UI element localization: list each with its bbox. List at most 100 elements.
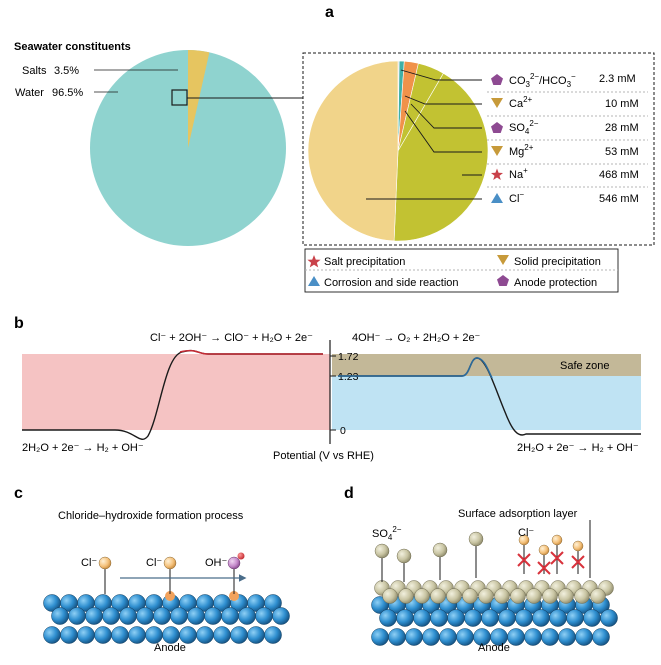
ion-formula-carbonate: CO32−/HCO3−	[509, 72, 576, 89]
ion-slice	[307, 60, 399, 242]
adsorbed-sulfate	[494, 588, 510, 604]
pentagon-icon	[491, 74, 503, 85]
anode-atom	[85, 607, 103, 625]
anode-atom	[575, 628, 593, 646]
adsorbed-sulfate	[510, 588, 526, 604]
anode-atom	[264, 626, 282, 644]
adsorbed-sulfate	[398, 588, 414, 604]
adsorbed-sulfate	[574, 588, 590, 604]
anode-atom	[230, 626, 248, 644]
hypochlorite-region	[22, 354, 330, 430]
anode-atom	[430, 609, 448, 627]
adsorbed-sulfate	[382, 588, 398, 604]
main-pie	[90, 50, 286, 246]
salts-slice	[188, 50, 210, 148]
cl-label-d: Cl⁻	[518, 527, 534, 539]
anode-lattice-c	[43, 591, 290, 644]
anode-atom	[379, 609, 397, 627]
cl-label-1: Cl⁻	[81, 557, 97, 569]
ion-value: 546 mM	[599, 193, 639, 205]
anode-atom	[136, 607, 154, 625]
adsorbed-sulfate	[558, 588, 574, 604]
anode-atom	[592, 628, 610, 646]
anode-atom	[405, 628, 423, 646]
ion-value: 468 mM	[599, 169, 639, 181]
anode-atom	[77, 626, 95, 644]
legend-corrosion: Corrosion and side reaction	[324, 277, 459, 289]
anode-atom	[507, 628, 525, 646]
oer-region	[332, 376, 641, 430]
panel-letter-b: b	[14, 315, 24, 332]
so4-label: SO42−	[372, 525, 402, 542]
salts-label: Salts	[22, 65, 47, 77]
anode-atom	[221, 607, 239, 625]
triangle-down-icon	[491, 146, 503, 156]
hypochlorite-curve-top	[179, 349, 323, 355]
adsorbed-sulfate	[446, 588, 462, 604]
anode-atom	[213, 626, 231, 644]
anode-atom	[481, 609, 499, 627]
ion-leaders	[366, 69, 482, 200]
anode-atom	[524, 628, 542, 646]
anode-atom	[60, 626, 78, 644]
anode-atom	[119, 607, 137, 625]
anode-atom	[179, 626, 197, 644]
tick-0: 0	[340, 425, 346, 437]
adsorbed-sulfate	[414, 588, 430, 604]
pentagon-icon	[491, 122, 503, 133]
ion-value: 28 mM	[605, 122, 639, 134]
her-reaction-left: 2H₂O + 2e⁻ → H₂ + OH⁻	[22, 442, 144, 454]
cl-label-2: Cl⁻	[146, 557, 162, 569]
triangle-down-icon	[491, 98, 503, 108]
anode-atom	[583, 609, 601, 627]
anode-atom	[204, 607, 222, 625]
legend-anode-protection: Anode protection	[514, 277, 597, 289]
anode-atom	[515, 609, 533, 627]
anode-atom	[153, 607, 171, 625]
anode-atom	[264, 594, 282, 612]
panel-letter-c: c	[14, 485, 23, 502]
water-label: Water	[15, 87, 44, 99]
adsorbed-sulfate	[478, 588, 494, 604]
tick-172: 1.72	[338, 351, 359, 363]
anode-atom	[196, 626, 214, 644]
adsorbed-sulfate	[542, 588, 558, 604]
marker-legend: Salt precipitation Solid precipitation C…	[304, 248, 619, 293]
her-reaction-right: 2H₂O + 2e⁻ → H₂ + OH⁻	[517, 442, 639, 454]
oer-curve-top	[338, 357, 493, 379]
anode-atom	[541, 628, 559, 646]
ion-pie	[307, 60, 489, 242]
anode-atom	[532, 609, 550, 627]
block-cross-icon	[517, 551, 585, 575]
chloride-ion	[163, 556, 177, 570]
anode-atom	[162, 626, 180, 644]
anode-atom	[396, 609, 414, 627]
anode-atom	[68, 607, 86, 625]
ion-detail-box	[302, 52, 655, 246]
adsorbed-sulfate	[526, 588, 542, 604]
ion-value: 53 mM	[605, 146, 639, 158]
anode-atom	[102, 607, 120, 625]
adsorption-layer	[374, 580, 614, 604]
hydroxide-hydrogen	[237, 552, 245, 560]
anode-atom	[600, 609, 618, 627]
adsorbed-sulfate	[590, 588, 606, 604]
ion-formula-sulfate: SO42−	[509, 119, 539, 136]
chloride-ion	[98, 556, 112, 570]
anode-atom	[464, 609, 482, 627]
anode-label-d: Anode	[478, 642, 510, 654]
ion-formula-chloride: Cl−	[509, 190, 524, 205]
anode-atom	[145, 626, 163, 644]
oh-label: OH⁻	[205, 557, 228, 569]
triangle-up-icon	[308, 276, 320, 286]
ion-formula-magnesium: Mg2+	[509, 143, 534, 158]
ion-value: 2.3 mM	[599, 73, 636, 85]
panel-c-title: Chloride–hydroxide formation process	[58, 510, 244, 522]
salts-value: 3.5%	[54, 65, 79, 77]
anode-label-c: Anode	[154, 642, 186, 654]
tick-123: 1.23	[338, 371, 359, 383]
ion-formula-calcium: Ca2+	[509, 95, 533, 110]
anode-atom	[94, 626, 112, 644]
anode-atom	[111, 626, 129, 644]
potential-axis-label: Potential (V vs RHE)	[273, 450, 374, 462]
